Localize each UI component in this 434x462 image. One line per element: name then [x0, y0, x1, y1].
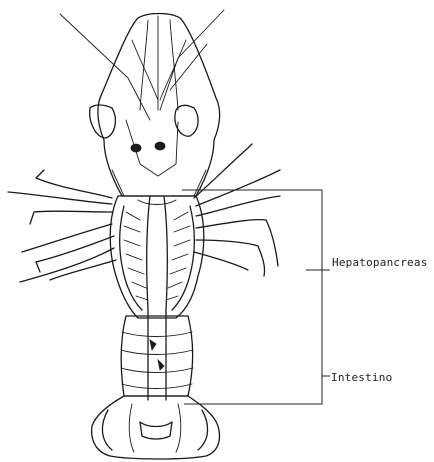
antennae — [60, 10, 224, 120]
legs-right — [194, 144, 280, 276]
intestine-label: Intestino — [331, 371, 392, 384]
thorax-hepatopancreas — [110, 196, 204, 318]
tail-fan — [92, 396, 220, 459]
label-brackets — [182, 190, 330, 404]
cephalothorax — [90, 14, 220, 197]
legs-left — [8, 170, 116, 282]
abdomen-intestine — [121, 310, 193, 400]
hepatopancreas-label: Hepatopancreas — [332, 256, 428, 269]
intestine-bracket — [184, 270, 322, 404]
